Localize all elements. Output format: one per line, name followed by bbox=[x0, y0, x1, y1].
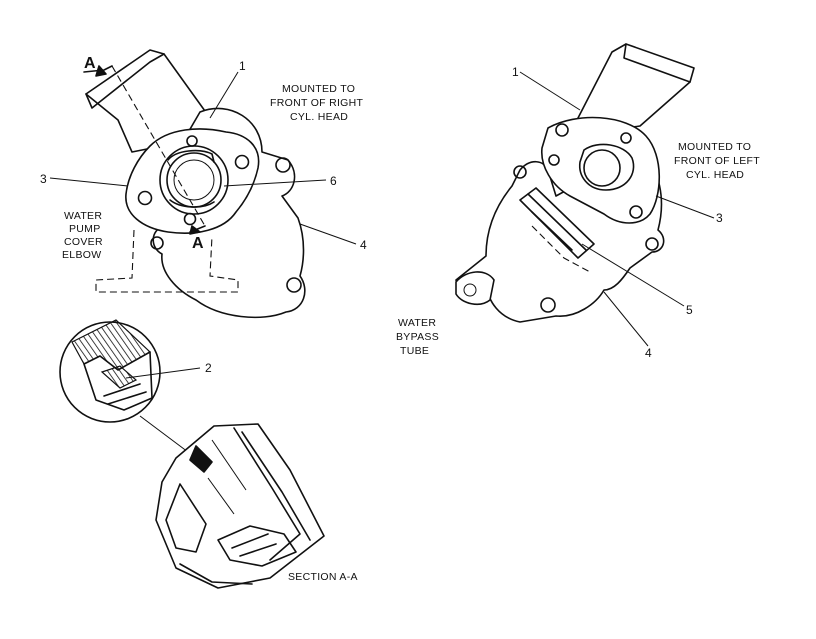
elbow-note-line: WATER bbox=[64, 210, 102, 222]
mount-note-line: MOUNTED TO bbox=[282, 83, 355, 95]
callout-4: 4 bbox=[360, 238, 367, 252]
right-callouts: 1 3 5 4 bbox=[512, 65, 723, 360]
right-gasket-flange bbox=[541, 116, 661, 224]
elbow-note: WATER PUMP COVER ELBOW bbox=[62, 210, 103, 261]
callout-6: 6 bbox=[330, 174, 337, 188]
bolt-hole bbox=[234, 154, 250, 170]
bolt-hole bbox=[513, 165, 527, 179]
bolt-hole bbox=[629, 205, 643, 219]
callout-3: 3 bbox=[716, 211, 723, 225]
elbow-note-line: ELBOW bbox=[62, 249, 101, 261]
bypass-note: WATER BYPASS TUBE bbox=[396, 317, 439, 357]
mount-note-line: CYL. HEAD bbox=[686, 169, 744, 181]
callout-3: 3 bbox=[40, 172, 47, 186]
bolt-hole bbox=[555, 123, 569, 137]
bypass-note-line: BYPASS bbox=[396, 331, 439, 343]
section-line-a-a bbox=[111, 65, 206, 227]
bolt-hole bbox=[645, 237, 659, 251]
callout-4: 4 bbox=[645, 346, 652, 360]
bypass-note-line: WATER bbox=[398, 317, 436, 329]
pump-cover-elbow bbox=[95, 229, 239, 293]
mount-note-line: CYL. HEAD bbox=[290, 111, 348, 123]
mount-note-line: FRONT OF RIGHT bbox=[270, 97, 364, 109]
left-mount-note: MOUNTED TO FRONT OF RIGHT CYL. HEAD bbox=[270, 83, 364, 123]
callout-2: 2 bbox=[205, 361, 212, 375]
callout-1: 1 bbox=[512, 65, 519, 79]
left-gasket-flange bbox=[125, 128, 260, 234]
mount-note-line: FRONT OF LEFT bbox=[674, 155, 760, 167]
left-callouts: 1 3 6 4 bbox=[40, 59, 367, 252]
bolt-hole bbox=[540, 297, 556, 313]
section-a-a-view bbox=[155, 423, 325, 589]
elbow-note-line: PUMP bbox=[69, 223, 101, 235]
left-housing-assembly bbox=[83, 49, 306, 319]
bolt-hole bbox=[275, 157, 291, 173]
section-mark-a-bottom: A bbox=[192, 235, 204, 252]
bolt-hole bbox=[620, 132, 632, 144]
mount-note-line: MOUNTED TO bbox=[678, 141, 751, 153]
right-mount-note: MOUNTED TO FRONT OF LEFT CYL. HEAD bbox=[674, 141, 760, 181]
bolt-hole bbox=[286, 277, 302, 293]
elbow-note-line: COVER bbox=[64, 236, 103, 248]
callout-5: 5 bbox=[686, 303, 693, 317]
bolt-hole bbox=[548, 154, 560, 166]
right-housing-assembly bbox=[455, 43, 695, 323]
left-thermostat-ring bbox=[159, 145, 229, 215]
gasket-detail-circle: 2 bbox=[59, 319, 212, 459]
callout-1: 1 bbox=[239, 59, 246, 73]
bypass-note-line: TUBE bbox=[400, 345, 429, 357]
bolt-hole bbox=[137, 190, 153, 206]
bolt-hole bbox=[150, 236, 164, 250]
section-caption: SECTION A-A bbox=[288, 571, 358, 583]
section-mark-a-top: A bbox=[84, 55, 96, 72]
